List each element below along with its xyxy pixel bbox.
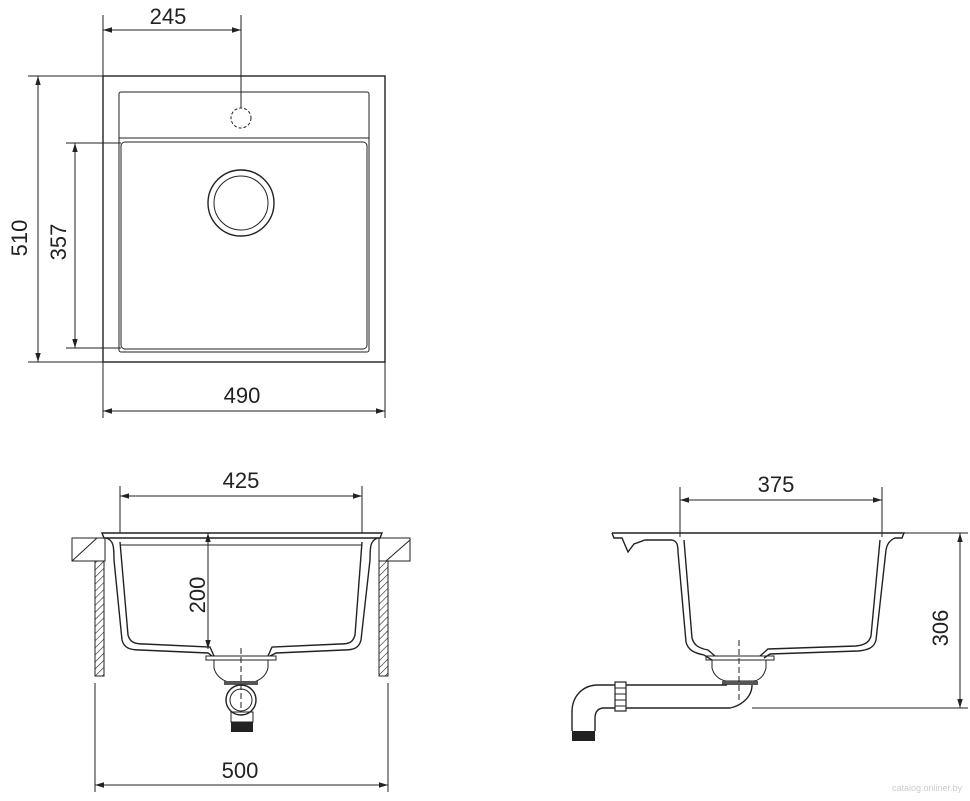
dim-510: 510: [7, 220, 32, 257]
dim-200: 200: [185, 577, 210, 614]
watermark: catalog.onliner.by: [892, 783, 963, 793]
drain-icon: [207, 169, 275, 237]
cabinet-wall-left: [94, 560, 105, 677]
drain-pipe-icon: [571, 681, 753, 741]
dim-490: 490: [224, 383, 261, 408]
dim-375: 375: [758, 472, 795, 497]
dim-500: 500: [222, 758, 259, 783]
dim-425: 425: [223, 468, 260, 493]
cabinet-wall-right: [378, 560, 389, 677]
front-view: 425 200 500: [71, 468, 411, 792]
dim-357: 357: [46, 224, 71, 261]
drain-trap-icon: [205, 648, 277, 732]
dim-306: 306: [928, 610, 953, 647]
side-view: 375 306: [571, 472, 968, 741]
tap-hole-icon: [230, 107, 252, 129]
dim-245: 245: [150, 4, 187, 29]
top-view: 245 510 357 490: [7, 4, 386, 418]
